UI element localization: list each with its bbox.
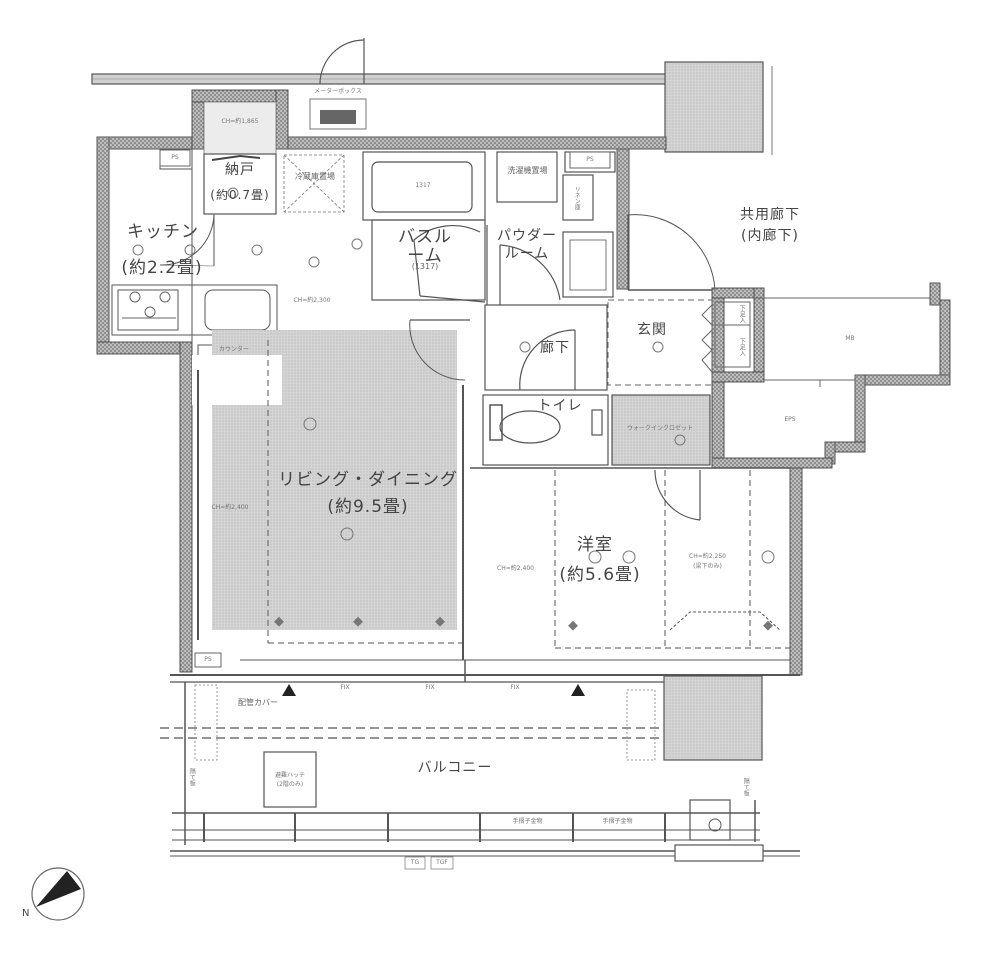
pipe-cover-label: 配管カバー	[238, 698, 278, 707]
bath-room	[362, 151, 486, 303]
handrail-label-1: 手摺子金物	[512, 818, 543, 825]
powder-name: パウダールーム	[497, 228, 557, 262]
western-ceiling-left: CH=約2,400	[497, 565, 534, 572]
escape-hatch-label: 避難ハッチ	[274, 772, 305, 779]
balcony-label: バルコニー	[417, 760, 493, 776]
linen-label: リネン庫	[573, 186, 581, 210]
pillar-balcony	[663, 675, 763, 761]
tg-tag-1: TG	[410, 859, 420, 866]
shoe-box-label-1: 下足入	[738, 305, 746, 323]
partition-label-left: 隔て板	[188, 768, 196, 786]
fridge-label: 冷蔵庫置場	[295, 172, 335, 181]
fix-label-1: FIX	[340, 684, 350, 691]
escape-hatch-sub: (2階のみ)	[276, 781, 304, 788]
western-ceiling-note: (梁下のみ)	[693, 563, 722, 570]
ps-label-3: PS	[204, 656, 212, 663]
ps-label-2: PS	[586, 156, 594, 163]
mb-eps-outline	[724, 297, 930, 387]
toilet-label: トイレ	[537, 398, 583, 414]
pillar-top-right	[664, 61, 764, 153]
washer-label: 洗濯機置場	[507, 166, 548, 175]
window-sash	[170, 659, 800, 683]
fix-label-2: FIX	[425, 684, 435, 691]
kitchen-ceiling: CH=約2,300	[293, 297, 331, 304]
common-corridor-label: 共用廊下	[740, 207, 800, 223]
handrail-label-2: 手摺子金物	[602, 818, 633, 825]
fix-label-3: FIX	[510, 684, 520, 691]
counter-label: カウンター	[218, 346, 249, 353]
walk-in-closet-floor	[611, 394, 711, 466]
living-dining-name: リビング・ダイニング	[278, 470, 458, 490]
kitchen-name: キッチン	[127, 222, 199, 242]
corridor-door	[319, 38, 365, 85]
storage-size: (約0.7畳)	[210, 188, 270, 202]
fridge-space	[283, 154, 345, 213]
svg-text:N: N	[22, 908, 29, 919]
living-dining-lines	[197, 319, 470, 660]
hallway-walls	[482, 304, 609, 466]
partition-label-right: 隔て板	[742, 778, 750, 796]
common-corridor-sub: (内廊下)	[741, 228, 799, 244]
wic-label: ウォークインクロゼット	[626, 425, 693, 432]
western-room	[470, 467, 790, 650]
mb-label: MB	[845, 335, 855, 342]
powder-room	[486, 151, 616, 305]
corridor-wall-top	[91, 73, 668, 85]
north-arrow-icon: N	[22, 867, 85, 921]
bath-size: (1317)	[411, 262, 439, 271]
western-ceiling-right: CH=約2,250	[689, 553, 726, 560]
bath-name: バスルーム	[398, 227, 452, 266]
living-dining-size: (約9.5畳)	[327, 497, 409, 517]
western-room-name: 洋室	[577, 535, 613, 555]
kitchen-label: キッチン	[118, 222, 208, 242]
storage-room	[203, 101, 277, 215]
tg-tags	[404, 856, 454, 870]
stove-icon	[122, 291, 176, 319]
meter-box	[309, 98, 367, 130]
hallway-label: 廊下	[540, 340, 570, 356]
living-ceiling: CH=約2,400	[211, 504, 249, 511]
balcony	[160, 682, 800, 862]
meter-box-label: メーターボックス	[314, 88, 362, 95]
ps-label-1: PS	[171, 154, 179, 161]
ps-boxes	[159, 149, 611, 668]
tg-tag-2: TGF	[436, 859, 448, 866]
window-markers	[282, 684, 585, 696]
eps-label: EPS	[784, 416, 796, 423]
kitchen-size: (約2.2畳)	[121, 258, 203, 278]
western-room-size: (約5.6畳)	[559, 565, 641, 585]
storage-name: 納戸	[225, 162, 255, 178]
entrance-label: 玄関	[637, 322, 667, 338]
shoe-box-label-2: 下足入	[738, 338, 746, 356]
light-fixtures	[132, 187, 775, 564]
unit-walls	[96, 89, 951, 676]
entrance-area	[607, 214, 751, 386]
storage-ceiling: CH=約1,865	[221, 118, 259, 125]
bath-tub-size: 1317	[415, 182, 431, 189]
